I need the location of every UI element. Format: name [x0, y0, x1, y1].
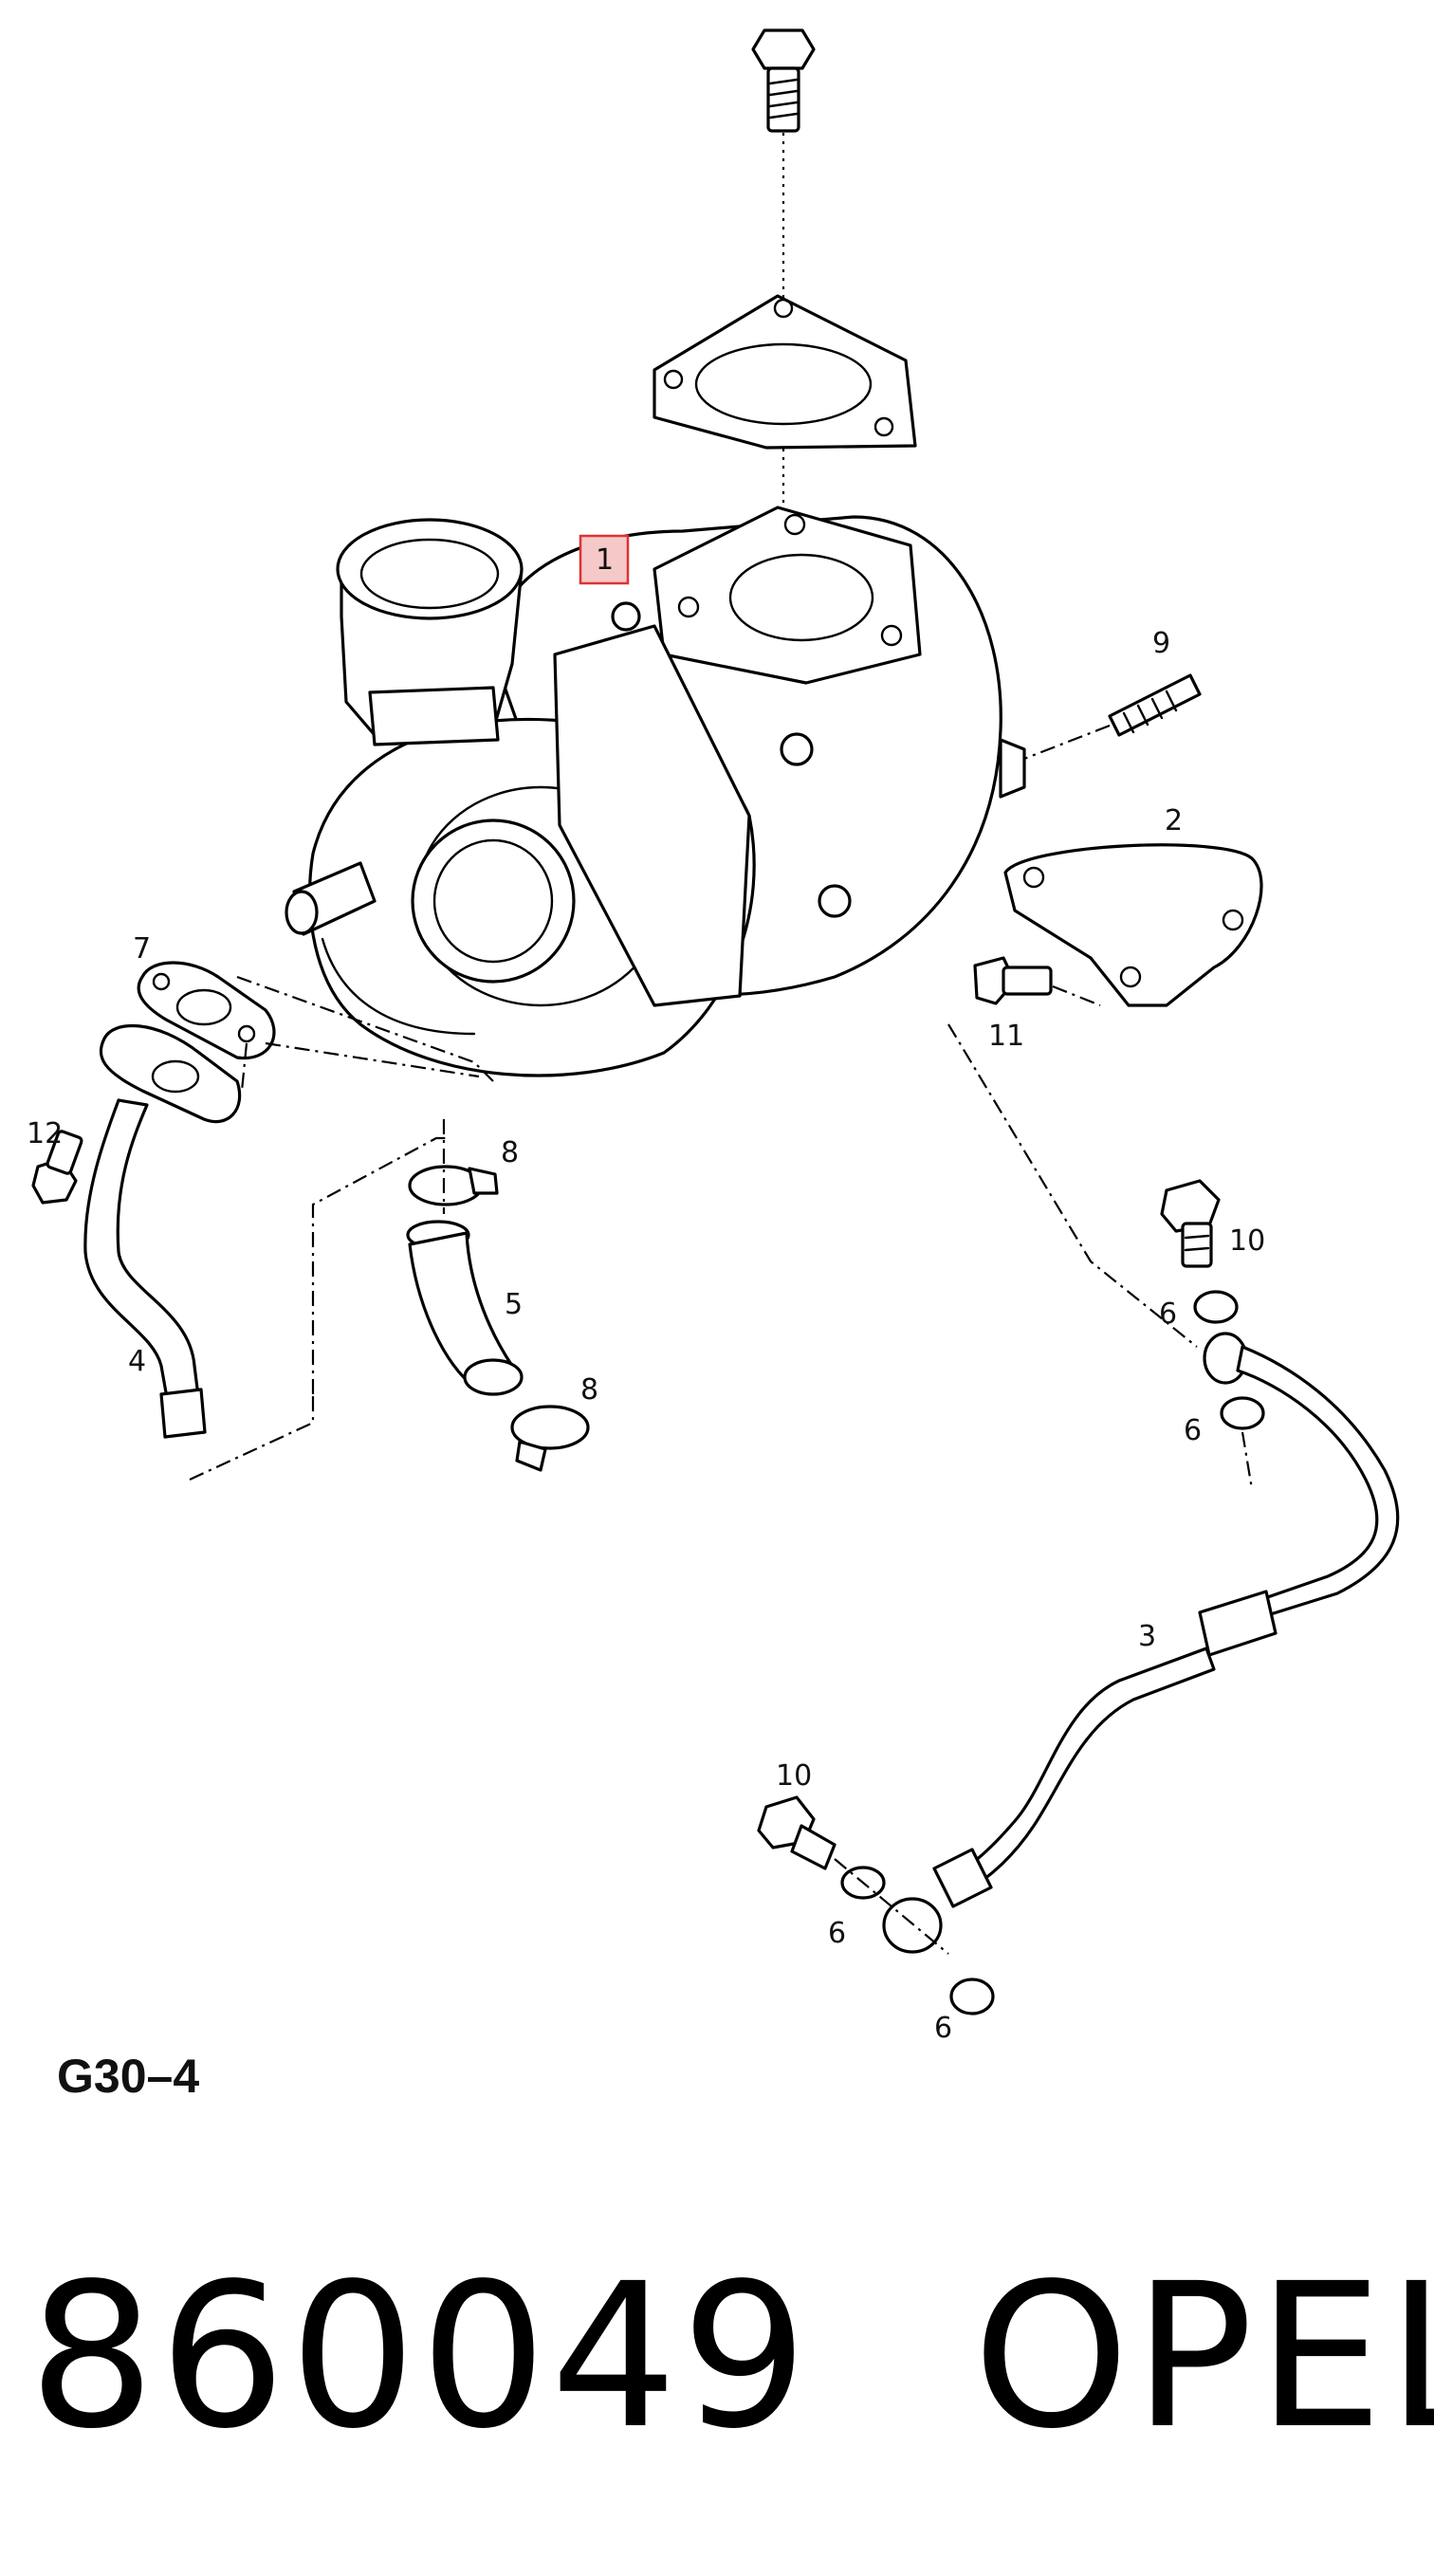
banjo-bolt-upper [1160, 1179, 1221, 1268]
callout-8a: 8 [501, 1136, 519, 1169]
bracket-bolt [973, 956, 1101, 1007]
diagram-code: G30–4 [57, 2050, 200, 2103]
callout-9: 9 [1152, 627, 1170, 660]
oil-feed-pipe [882, 1332, 1400, 1954]
stud [1023, 673, 1202, 761]
brand-name: OPEL [972, 2240, 1434, 2473]
oil-pipe-bolt [31, 1130, 83, 1205]
callout-1: 1 [596, 543, 614, 577]
callouts: 1 2 3 4 5 6 6 6 6 7 8 8 9 10 10 11 12 [27, 534, 1265, 2045]
callout-12: 12 [27, 1117, 63, 1150]
callout-6d: 6 [934, 2012, 952, 2045]
callout-10a: 10 [1229, 1224, 1265, 1258]
callout-4: 4 [128, 1345, 146, 1378]
callout-6a: 6 [1159, 1297, 1177, 1331]
hose [406, 1220, 524, 1396]
flange-gasket [653, 294, 917, 450]
callout-7: 7 [133, 932, 151, 966]
turbocharger-housing [285, 506, 1026, 1077]
leader-lines [189, 975, 1254, 1955]
washer-lower-b [949, 1978, 995, 2015]
part-number: 860049 [28, 2240, 812, 2473]
washer-upper-a [1193, 1290, 1239, 1324]
banjo-bolt-lower [757, 1795, 836, 1870]
hose-clamp-upper [408, 1165, 499, 1206]
hose-clamp-lower [510, 1405, 590, 1472]
callout-2: 2 [1165, 804, 1183, 837]
callout-8b: 8 [580, 1373, 598, 1407]
callout-10b: 10 [776, 1759, 812, 1793]
top-bolt [751, 28, 816, 531]
footer-caption: 860049OPEL [28, 2257, 1434, 2456]
callout-highlight-box [579, 534, 630, 585]
oil-gasket [137, 961, 276, 1060]
callout-6b: 6 [1184, 1414, 1202, 1447]
callout-5: 5 [505, 1288, 523, 1321]
bracket [1003, 843, 1263, 1007]
washer-upper-b [1220, 1396, 1265, 1430]
callout-11: 11 [988, 1020, 1024, 1053]
callout-3: 3 [1138, 1620, 1156, 1653]
callout-6c: 6 [828, 1917, 846, 1950]
oil-return-pipe [83, 1023, 242, 1439]
